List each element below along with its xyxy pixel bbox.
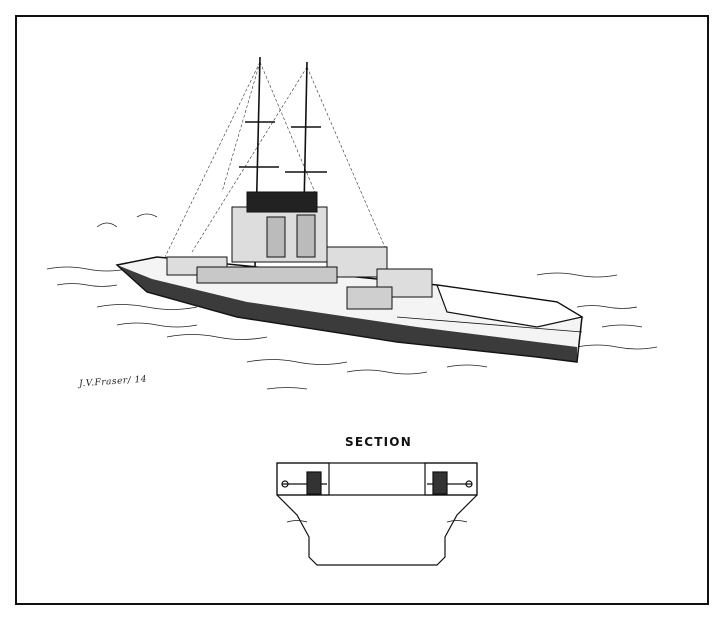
section-label: SECTION	[345, 435, 412, 449]
illustration-frame: J.V.Fraser/ 14 SECTION	[15, 15, 709, 605]
sea-waves	[46, 213, 658, 390]
section-diagram	[276, 462, 478, 566]
ship-superstructure	[166, 191, 433, 310]
ship-rigging	[164, 61, 388, 258]
ship-illustration	[46, 56, 658, 566]
